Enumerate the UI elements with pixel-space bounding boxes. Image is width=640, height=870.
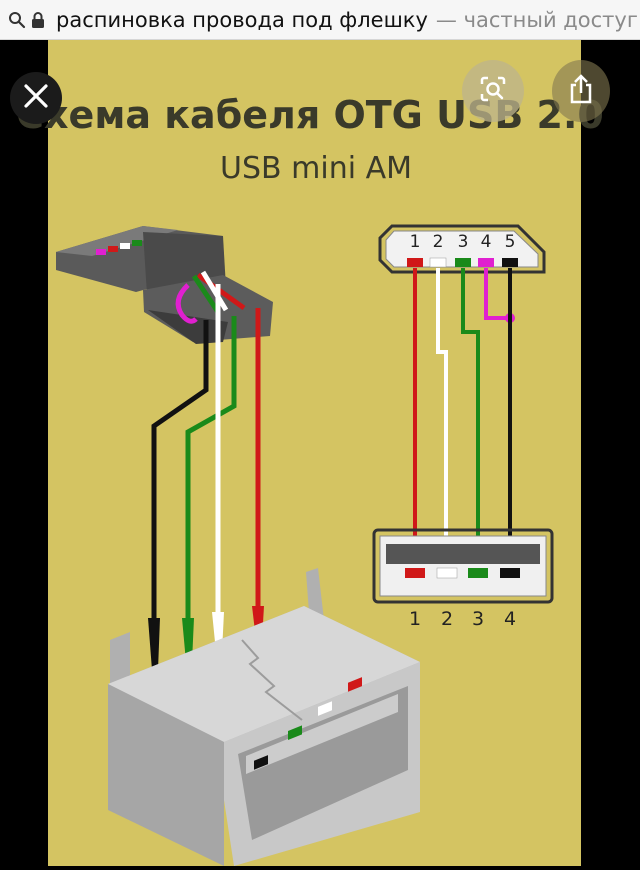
visual-search-button[interactable] [462, 60, 524, 122]
usb-pin-4: 4 [504, 608, 516, 630]
usb-a-receptacle [108, 568, 420, 866]
diagram-image: Схема кабеля OTG USB 2.0 USB mini AM [16, 40, 604, 866]
usb-pin-3: 3 [472, 608, 484, 630]
usb-pin-2: 2 [441, 608, 453, 630]
mini-usb-pinout: 1 2 3 4 5 [378, 224, 546, 274]
usb-a-pinout: 1 2 3 4 [372, 528, 554, 630]
search-icon [8, 11, 26, 29]
mini-pin-4: 4 [481, 232, 492, 252]
diagram-subtitle: USB mini AM [220, 151, 412, 186]
site-name: — частный достуг [435, 7, 638, 32]
mini-pin-2: 2 [433, 232, 444, 252]
otg-cable-diagram: Схема кабеля OTG USB 2.0 USB mini AM [16, 93, 604, 866]
share-button[interactable] [552, 60, 610, 122]
page-title[interactable]: распиновка провода под флешку [56, 7, 428, 32]
mini-pin-1: 1 [410, 232, 421, 252]
close-icon [23, 83, 49, 113]
lock-icon [30, 11, 48, 29]
mini-pin-3: 3 [458, 232, 469, 252]
mini-usb-plug [56, 226, 273, 344]
address-bar[interactable]: распиновка провода под флешку — частный … [0, 0, 640, 40]
visual-search-icon [478, 74, 508, 108]
cable-wires [151, 284, 261, 636]
usb-pin-1: 1 [409, 608, 421, 630]
mini-pin-5: 5 [505, 232, 516, 252]
pinout-wires [413, 268, 515, 560]
share-icon [567, 73, 595, 109]
image-viewer: Схема кабеля OTG USB 2.0 USB mini AM [0, 40, 640, 866]
close-button[interactable] [10, 72, 62, 124]
